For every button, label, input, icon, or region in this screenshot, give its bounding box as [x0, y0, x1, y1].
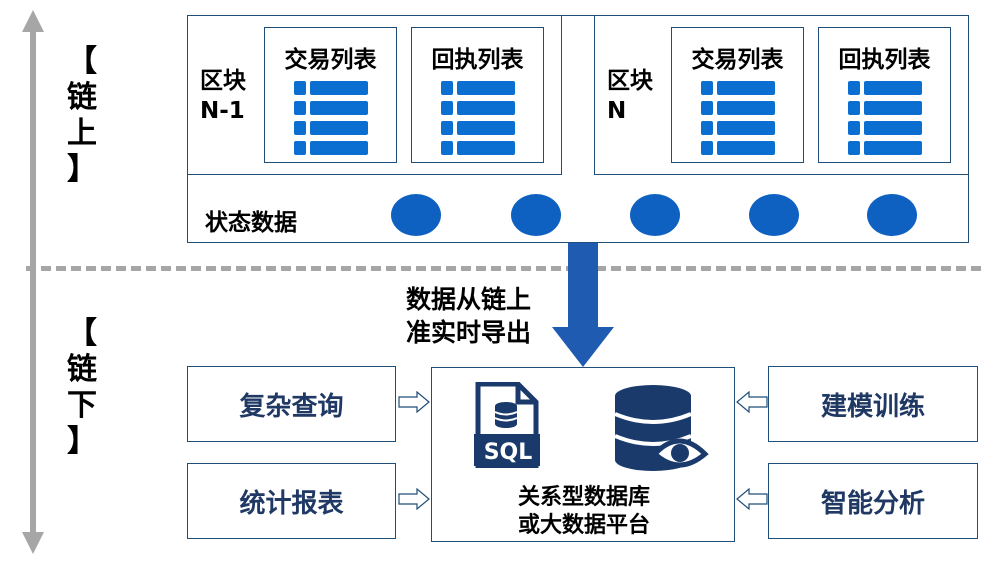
- export-arrow-icon: [552, 243, 614, 367]
- block-n-minus-1: 区块 N-1 交易列表 回执列表: [187, 15, 562, 175]
- block-n-minus-1-label: 区块 N-1: [200, 68, 246, 124]
- block-n-label: 区块 N: [607, 68, 653, 124]
- arrow-left-icon: [736, 488, 768, 510]
- block-n: 区块 N 交易列表 回执列表: [594, 15, 969, 175]
- sql-file-icon: [474, 382, 540, 468]
- list-icon: [848, 81, 924, 157]
- modeling-training-box: 建模训练: [768, 366, 978, 442]
- vertical-axis-line: [30, 28, 36, 536]
- intelligent-analysis-box: 智能分析: [768, 463, 978, 539]
- transfer-label: 数据从链上 准实时导出: [406, 285, 532, 347]
- offchain-label: 【 链 下 】: [64, 316, 100, 460]
- state-node: [511, 194, 561, 236]
- database-box: SQL 关系型数据库 或大数据平台: [431, 367, 735, 542]
- state-node: [391, 194, 441, 236]
- statistics-report-box: 统计报表: [187, 463, 396, 539]
- state-node: [749, 194, 799, 236]
- receipt-list-card: 回执列表: [818, 27, 951, 163]
- database-eye-icon: [615, 385, 709, 471]
- tx-list-card: 交易列表: [264, 27, 397, 163]
- tx-list-title: 交易列表: [691, 47, 784, 73]
- receipt-list-title: 回执列表: [431, 47, 524, 73]
- state-node: [630, 194, 680, 236]
- complex-query-box: 复杂查询: [187, 366, 396, 442]
- receipt-list-card: 回执列表: [411, 27, 544, 163]
- state-node: [867, 194, 917, 236]
- axis-arrow-up-icon: [22, 10, 44, 32]
- arrow-left-icon: [736, 391, 768, 413]
- arrow-right-icon: [398, 391, 430, 413]
- chain-divider: [26, 266, 981, 271]
- receipt-list-title: 回执列表: [838, 47, 931, 73]
- tx-list-card: 交易列表: [671, 27, 804, 163]
- tx-list-title: 交易列表: [284, 47, 377, 73]
- list-icon: [701, 81, 777, 157]
- state-data-label: 状态数据: [205, 210, 297, 236]
- axis-arrow-down-icon: [22, 532, 44, 554]
- onchain-label: 【 链 上 】: [64, 44, 100, 188]
- list-icon: [294, 81, 370, 157]
- database-label: 关系型数据库 或大数据平台: [517, 485, 650, 538]
- list-icon: [441, 81, 517, 157]
- sql-text: SQL: [483, 440, 533, 465]
- arrow-right-icon: [398, 488, 430, 510]
